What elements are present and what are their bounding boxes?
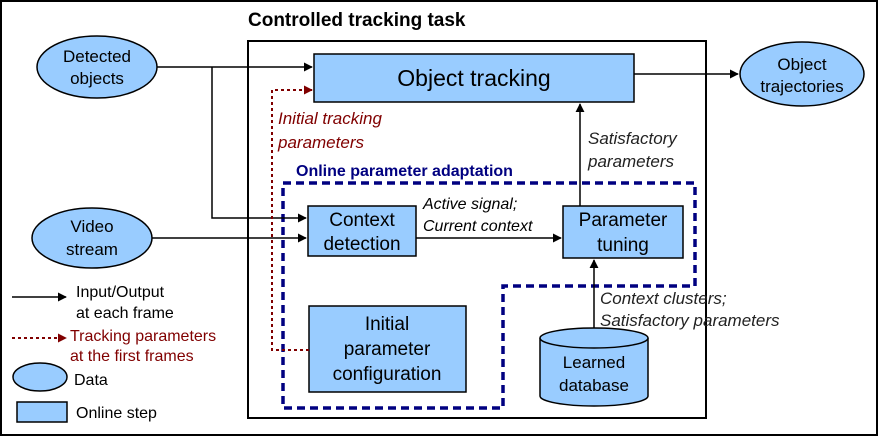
detected-objects-ellipse xyxy=(36,35,158,99)
active-signal-label-2: Current context xyxy=(423,218,533,235)
legend-online-step-box xyxy=(16,401,68,423)
learned-database-label-2: database xyxy=(559,376,629,395)
arrow-initial-params-to-tracking xyxy=(271,85,313,351)
object-tracking-label: Object tracking xyxy=(397,65,550,91)
arrow-detected-to-context xyxy=(211,67,307,223)
active-signal-label-1: Active signal; xyxy=(422,196,517,213)
context-detection-box xyxy=(307,205,417,257)
object-trajectories-ellipse xyxy=(739,41,865,107)
satisfactory-params-label-1: Satisfactory xyxy=(588,129,678,148)
legend-online-step-label: Online step xyxy=(76,405,157,422)
initial-configuration-label-3: configuration xyxy=(333,364,442,385)
object-trajectories-label-2: trajectories xyxy=(760,77,843,96)
context-clusters-label-2: Satisfactory parameters xyxy=(600,311,780,330)
parameter-tuning-label-1: Parameter xyxy=(579,210,668,231)
legend-tracking-params-label-2: at the first frames xyxy=(70,348,194,365)
object-tracking-box xyxy=(313,53,635,103)
learned-database-label-1: Learned xyxy=(563,353,625,372)
detected-objects-label-1: Detected xyxy=(63,47,131,66)
video-stream-label-2: stream xyxy=(66,240,118,259)
initial-tracking-params-label-2: parameters xyxy=(277,133,364,152)
parameter-tuning-box xyxy=(562,205,684,259)
satisfactory-params-label-2: parameters xyxy=(587,152,674,171)
initial-configuration-label-2: parameter xyxy=(344,339,431,360)
legend-tracking-params-label-1: Tracking parameters xyxy=(70,328,216,345)
legend-io-label-2: at each frame xyxy=(76,305,174,322)
task-title: Controlled tracking task xyxy=(248,10,466,31)
adaptation-region xyxy=(281,181,697,410)
detected-objects-label-2: objects xyxy=(70,69,124,88)
learned-database-cylinder xyxy=(539,327,649,407)
adaptation-region-label: Online parameter adaptation xyxy=(296,163,513,180)
context-detection-label-1: Context xyxy=(329,210,395,231)
legend-data-label: Data xyxy=(74,372,108,389)
legend-data-ellipse xyxy=(12,362,68,392)
context-detection-label-2: detection xyxy=(323,234,400,255)
parameter-tuning-label-2: tuning xyxy=(597,235,649,256)
initial-tracking-params-label-1: Initial tracking xyxy=(278,109,382,128)
legend-io-label-1: Input/Output xyxy=(76,284,165,301)
task-container xyxy=(247,40,707,419)
object-trajectories-label-1: Object xyxy=(777,55,826,74)
initial-configuration-label-1: Initial xyxy=(365,314,409,335)
initial-configuration-box xyxy=(308,305,467,393)
video-stream-label-1: Video xyxy=(70,217,113,236)
context-clusters-label-1: Context clusters; xyxy=(600,289,727,308)
